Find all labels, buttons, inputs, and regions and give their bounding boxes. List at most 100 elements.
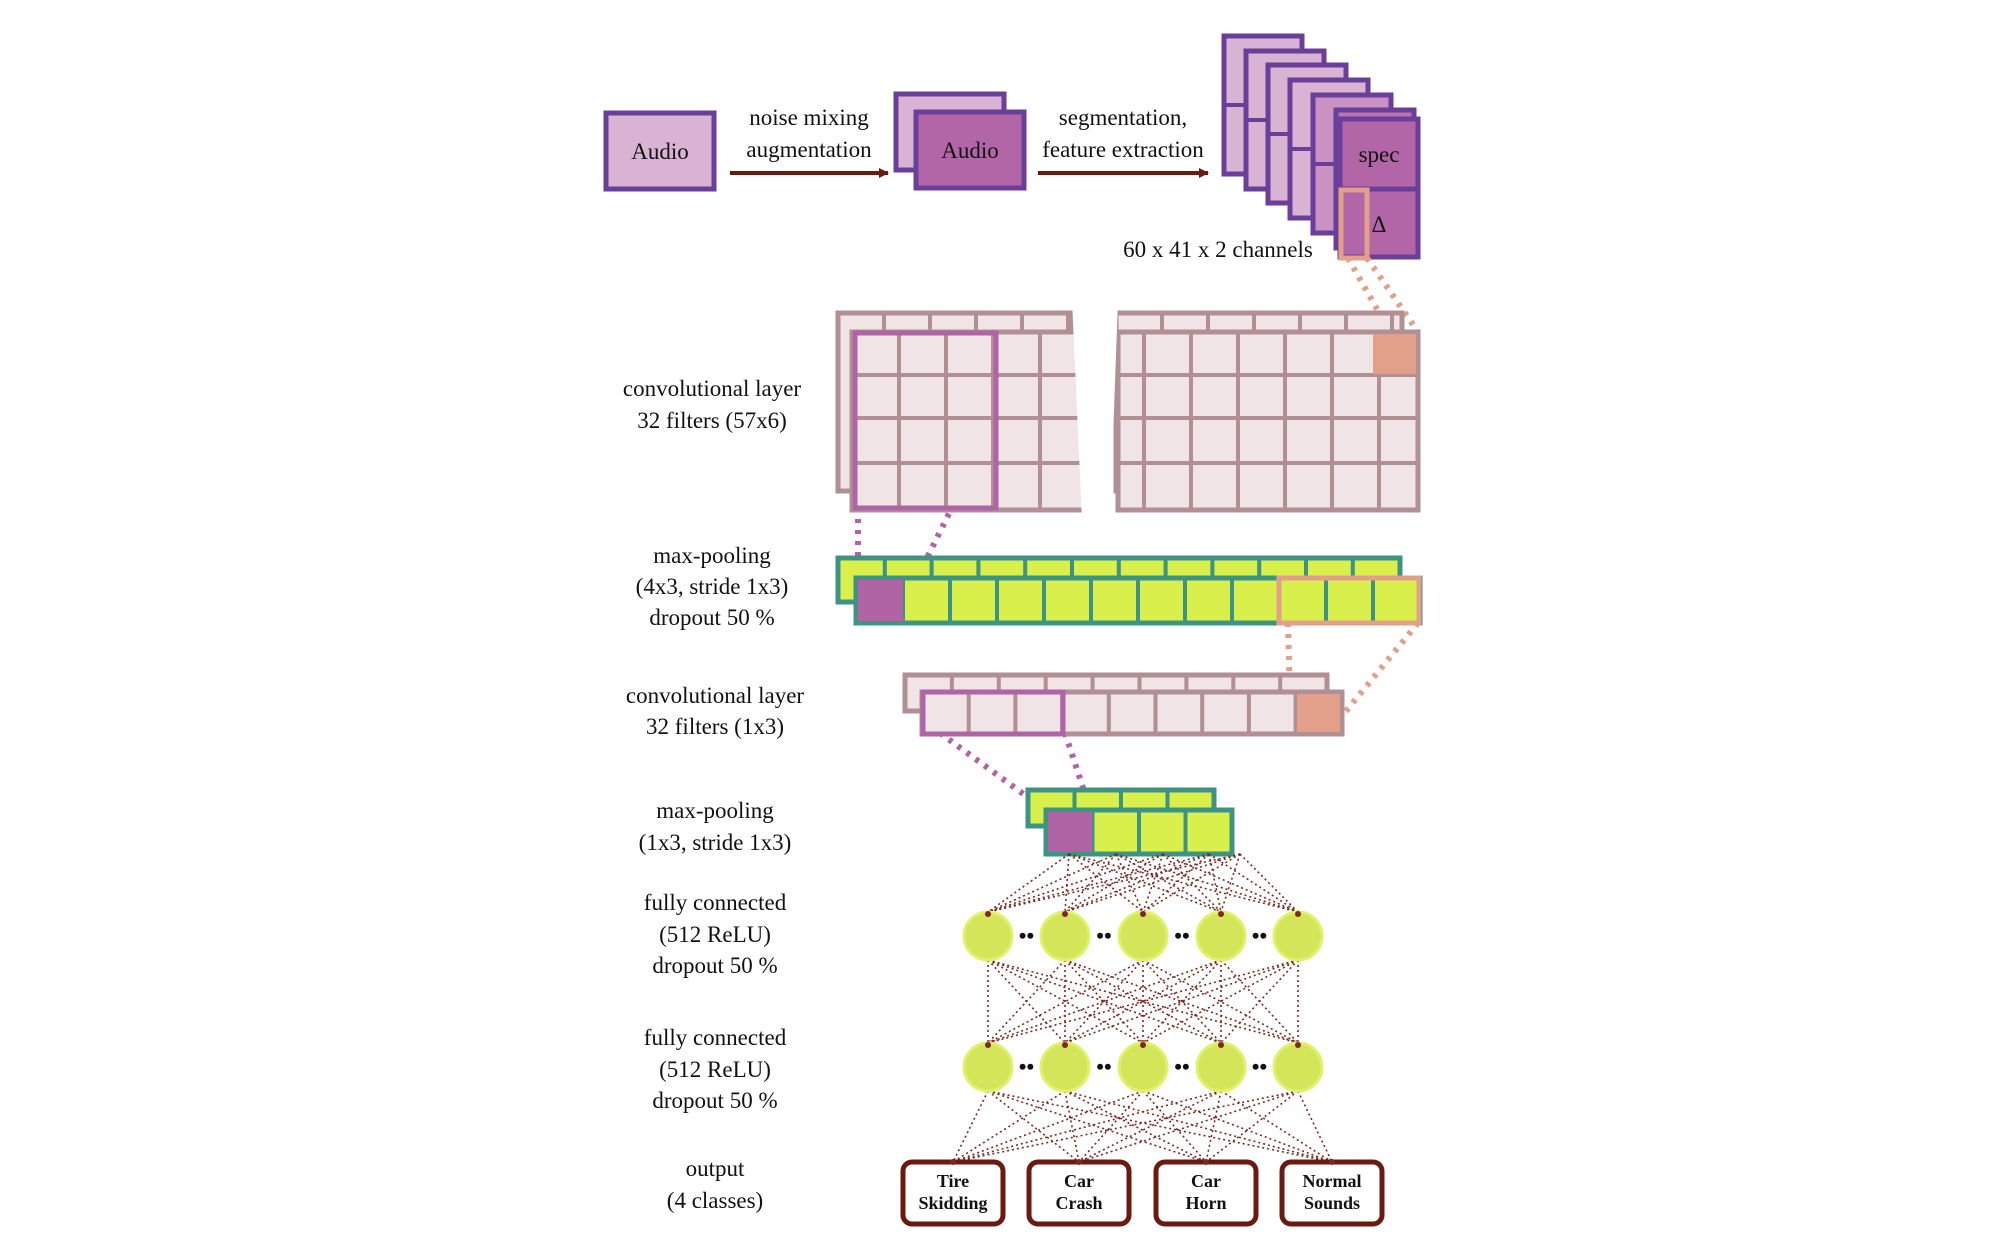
input-pipeline: Audio noise mixing augmentation Audio se… [603,33,1421,262]
feature-extraction-arrow-label-line1: segmentation, [1059,105,1187,130]
pool1-label: (4x3, stride 1x3) [636,574,789,599]
pool1-feature-map [835,555,1423,626]
dense-connection [1078,1090,1222,1163]
neuron-ellipsis: •• [1252,1054,1267,1079]
neuron [1117,1041,1169,1093]
dense-connection [1064,959,1299,1044]
dense-connection [1078,1090,1144,1163]
conv2-output-cell [1297,694,1340,732]
augmentation-arrow-label-line1: noise mixing [749,105,869,130]
conv2-filter-window [920,689,1066,737]
output-input-dot [1203,1159,1209,1165]
dense-connection [987,959,1222,1044]
neuron-input-dot [1140,1042,1146,1048]
connector-conv1-to-pool1 [913,423,996,582]
dense-connection [987,1090,1333,1163]
dense-connection [1068,853,1144,913]
dense-connection [987,853,1210,913]
conv2-label: 32 filters (1x3) [646,714,784,739]
output-class-label: Horn [1185,1193,1226,1213]
neuron [1117,910,1169,962]
neuron [1272,1041,1324,1093]
spec-label: spec [1359,142,1400,167]
conv1-feature-map [835,300,1421,520]
output-class-label: Car [1064,1171,1094,1191]
pool2-output-cell [1048,812,1092,852]
dense-connection [1064,959,1299,1044]
dense-connection [952,1090,1066,1163]
fc1-label: dropout 50 % [652,953,777,978]
spectrogram-front-delta [1337,186,1421,260]
pool1-label: max-pooling [653,543,771,568]
dense-connection [1078,1090,1299,1163]
pool2-feature-map [1025,787,1235,857]
dense-connection [1220,853,1241,913]
output-class-label: Normal [1303,1171,1362,1191]
dense-connection [987,959,1066,1044]
dense-connection [952,1090,1144,1163]
dense-connection [952,1090,989,1163]
dense-connection [1142,959,1299,1044]
dense-connection [1068,853,1299,913]
dense-connection [1068,853,1222,913]
pool1-label: dropout 50 % [649,605,774,630]
audio-box-label: Audio [631,139,689,164]
dense-connection [987,959,1222,1044]
connector-input-to-conv1 [1364,256,1421,334]
conv1-filter-window [852,330,999,511]
conv2-label: convolutional layer [626,683,805,708]
conv1-front-panel [849,329,1087,513]
neuron [962,1041,1014,1093]
dense-connection [987,959,1144,1044]
dense-connection [1064,1090,1207,1163]
pool2-label: max-pooling [656,798,774,823]
conv1-front-panel [1115,329,1421,513]
dense-connection [1208,853,1299,913]
conv2-feature-map [902,672,1345,737]
dense-connection [952,1090,1222,1163]
neuron-input-dot [1295,1042,1301,1048]
dense-connection [987,853,1164,913]
neuron [1195,1041,1247,1093]
dense-connection [1064,853,1210,913]
fc1-label: fully connected [644,890,787,915]
neuron [1195,910,1247,962]
neuron [1039,910,1091,962]
neuron-input-dot [1062,911,1068,917]
neuron-ellipsis: •• [1096,1054,1111,1079]
dense-connections [952,853,1333,1163]
dense-connection [987,853,1241,913]
connector-pool1-to-conv2 [1339,621,1421,718]
dense-connection [952,1090,1299,1163]
input-shape-label: 60 x 41 x 2 channels [1123,237,1313,262]
dense-connection [1064,1090,1080,1163]
neuron-ellipsis: •• [1096,923,1111,948]
dense-connection [987,853,1070,913]
layer-labels: convolutional layer 32 filters (57x6) ma… [623,376,805,1213]
fc2-label: dropout 50 % [652,1088,777,1113]
neuron [962,910,1014,962]
conv2-front-strip [919,689,1345,737]
output-class-label: Crash [1055,1193,1102,1213]
output-class-label: Skidding [918,1193,987,1213]
output-input-dot [1329,1159,1335,1165]
output-class-label: Tire [937,1171,969,1191]
output-class-label: Car [1191,1171,1221,1191]
pool1-filter-window [1276,575,1422,626]
output-class-label: Sounds [1304,1193,1360,1213]
dense-connection [1115,853,1299,913]
dense-connection [1142,1090,1207,1163]
output-label: (4 classes) [667,1188,763,1213]
dense-connection [1064,1090,1333,1163]
dense-connection [987,959,1144,1044]
fc2-label: fully connected [644,1025,787,1050]
neuron-input-dot [985,911,991,917]
dense-connection [1064,853,1117,913]
augmentation-arrow-label-line2: augmentation [746,137,872,162]
neuron [1039,1041,1091,1093]
dense-connection [987,1090,1207,1163]
delta-label: Δ [1372,212,1387,237]
fully-connected-layer-2: •••••••• [962,1041,1324,1093]
